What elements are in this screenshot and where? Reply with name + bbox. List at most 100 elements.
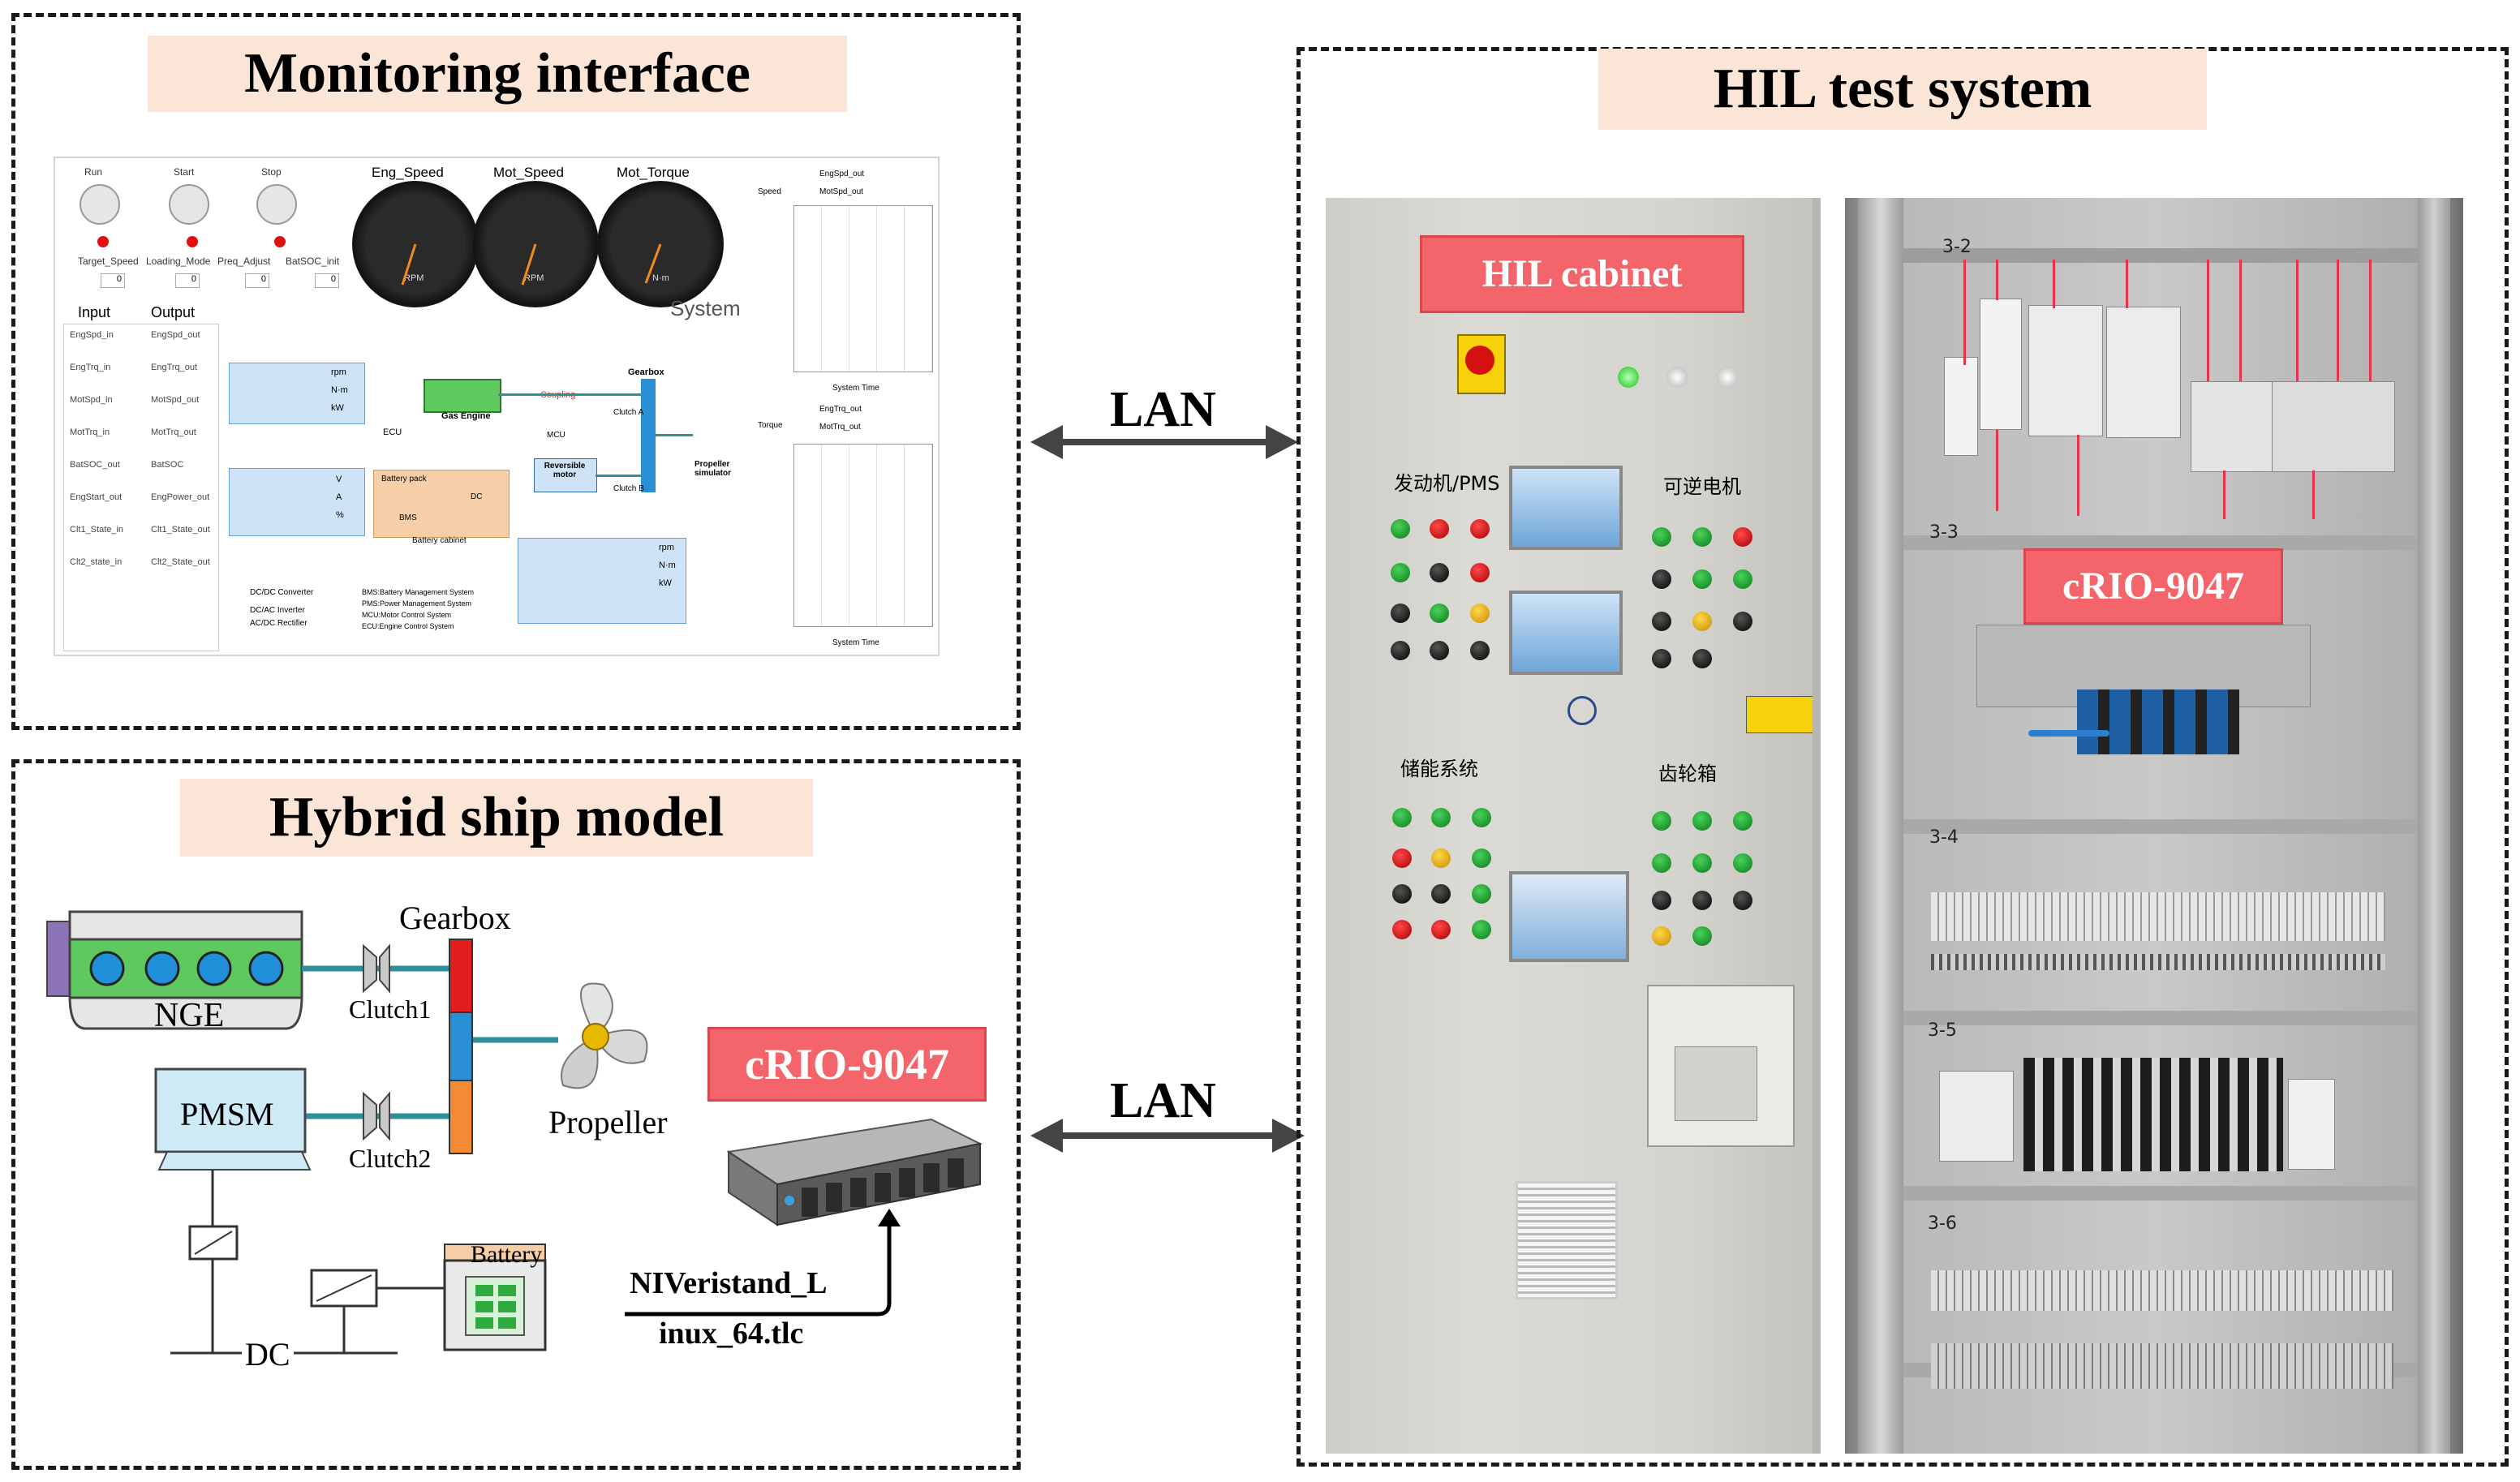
panel-button[interactable] <box>1430 519 1449 539</box>
indicator-green <box>1618 367 1639 388</box>
panel-button[interactable] <box>1431 808 1451 827</box>
section-gearbox: 齿轮箱 <box>1658 762 1717 785</box>
panel-button[interactable] <box>1431 848 1451 868</box>
panel-button[interactable] <box>1430 604 1449 623</box>
panel-button[interactable] <box>1733 853 1752 873</box>
terminal-block <box>2191 381 2273 472</box>
terminal-row <box>1931 1343 2393 1389</box>
panel-button[interactable] <box>1391 563 1410 582</box>
shelf-label: 3-5 <box>1928 1020 1957 1041</box>
red-wire <box>1996 430 1998 511</box>
touch-screen-3[interactable] <box>1509 871 1629 962</box>
shelf-label: 3-2 <box>1942 237 1972 257</box>
panel-button[interactable] <box>1733 569 1752 589</box>
panel-button[interactable] <box>1391 604 1410 623</box>
panel-button[interactable] <box>1733 612 1752 631</box>
panel-button[interactable] <box>1652 853 1671 873</box>
battery-pack-label: Battery pack <box>381 475 427 483</box>
loading-mode-input[interactable]: 0 <box>175 273 200 288</box>
monitoring-title: Monitoring interface <box>148 36 847 112</box>
panel-button[interactable] <box>1733 811 1752 831</box>
circuit-breaker <box>1944 357 1978 456</box>
red-wire <box>2126 260 2128 308</box>
touch-screen-2[interactable] <box>1509 591 1623 675</box>
panel-button[interactable] <box>1652 926 1671 946</box>
panel-button[interactable] <box>1692 926 1712 946</box>
propeller-sim-label: Propeller simulator <box>695 460 732 478</box>
input-label-batsoc-init: BatSOC_init <box>286 256 340 267</box>
file-name-line1: NIVeristand_L <box>630 1266 828 1300</box>
speed-chart <box>793 205 933 372</box>
relay-row <box>2023 1058 2283 1171</box>
shelf-label: 3-4 <box>1929 827 1959 848</box>
panel-button[interactable] <box>1391 519 1410 539</box>
panel-button[interactable] <box>1692 891 1712 910</box>
panel-button[interactable] <box>1430 641 1449 660</box>
panel-button[interactable] <box>1392 884 1412 904</box>
panel-button[interactable] <box>1391 641 1410 660</box>
panel-button[interactable] <box>1733 527 1752 547</box>
panel-button[interactable] <box>1692 811 1712 831</box>
panel-button[interactable] <box>1692 527 1712 547</box>
red-wire <box>2312 470 2315 519</box>
panel-button[interactable] <box>1470 641 1490 660</box>
battery-readout-box <box>229 468 365 536</box>
panel-button[interactable] <box>1652 649 1671 668</box>
panel-button[interactable] <box>1470 519 1490 539</box>
panel-button[interactable] <box>1692 853 1712 873</box>
panel-button[interactable] <box>1692 649 1712 668</box>
shaft-line-top <box>498 393 641 396</box>
run-switch[interactable] <box>80 184 120 225</box>
red-wire <box>2053 260 2055 308</box>
preq-adjust-input[interactable]: 0 <box>245 273 269 288</box>
output-list-item: Clt2_State_out <box>151 557 210 567</box>
unit-rpm-motor: rpm <box>659 543 674 552</box>
panel-button[interactable] <box>1652 569 1671 589</box>
switch-label-start: Start <box>174 166 195 178</box>
shelf-rail <box>1903 1186 2418 1201</box>
panel-button[interactable] <box>1652 527 1671 547</box>
panel-button[interactable] <box>1392 808 1412 827</box>
red-wire <box>2207 260 2209 381</box>
panel-button[interactable] <box>1470 563 1490 582</box>
panel-button[interactable] <box>1733 891 1752 910</box>
panel-button[interactable] <box>1652 891 1671 910</box>
legend-acdc: AC/DC Rectifier <box>250 619 307 628</box>
hybrid-model-diagram <box>46 910 983 1355</box>
clutch1-label: Clutch1 <box>349 994 432 1024</box>
stop-switch[interactable] <box>256 184 297 225</box>
batsoc-init-input[interactable]: 0 <box>315 273 339 288</box>
panel-button[interactable] <box>1430 563 1449 582</box>
switch-label-stop: Stop <box>261 166 282 178</box>
start-switch[interactable] <box>169 184 209 225</box>
gearbox-label-mini: Gearbox <box>628 367 664 377</box>
panel-button[interactable] <box>1692 612 1712 631</box>
panel-button[interactable] <box>1472 884 1491 904</box>
shelf-rail <box>1903 1011 2418 1025</box>
crio-tag-model: cRIO-9047 <box>707 1027 987 1102</box>
panel-button[interactable] <box>1470 604 1490 623</box>
panel-button[interactable] <box>1431 884 1451 904</box>
panel-button[interactable] <box>1392 848 1412 868</box>
target-speed-input[interactable]: 0 <box>101 273 125 288</box>
indicator-white <box>1666 367 1688 388</box>
touch-screen-1[interactable] <box>1509 466 1623 550</box>
motor-readout-box <box>518 538 686 624</box>
gauge-title-mot-speed: Mot_Speed <box>493 165 564 180</box>
shaft-line-prop <box>656 434 693 436</box>
panel-button[interactable] <box>1431 920 1451 939</box>
unit-a: A <box>336 492 342 502</box>
panel-button[interactable] <box>1472 848 1491 868</box>
red-wire <box>1996 260 1998 300</box>
system-label: System <box>670 296 741 320</box>
monitoring-screenshot: Run Start Stop Target_Speed Loading_Mode… <box>54 157 940 656</box>
panel-button[interactable] <box>1472 808 1491 827</box>
gauge-title-eng-speed: Eng_Speed <box>372 165 444 180</box>
output-list-item: BatSOC <box>151 460 184 470</box>
panel-button[interactable] <box>1692 569 1712 589</box>
panel-button[interactable] <box>1392 920 1412 939</box>
output-list-item: Clt1_State_out <box>151 525 210 535</box>
panel-button[interactable] <box>1652 811 1671 831</box>
panel-button[interactable] <box>1652 612 1671 631</box>
panel-button[interactable] <box>1472 920 1491 939</box>
